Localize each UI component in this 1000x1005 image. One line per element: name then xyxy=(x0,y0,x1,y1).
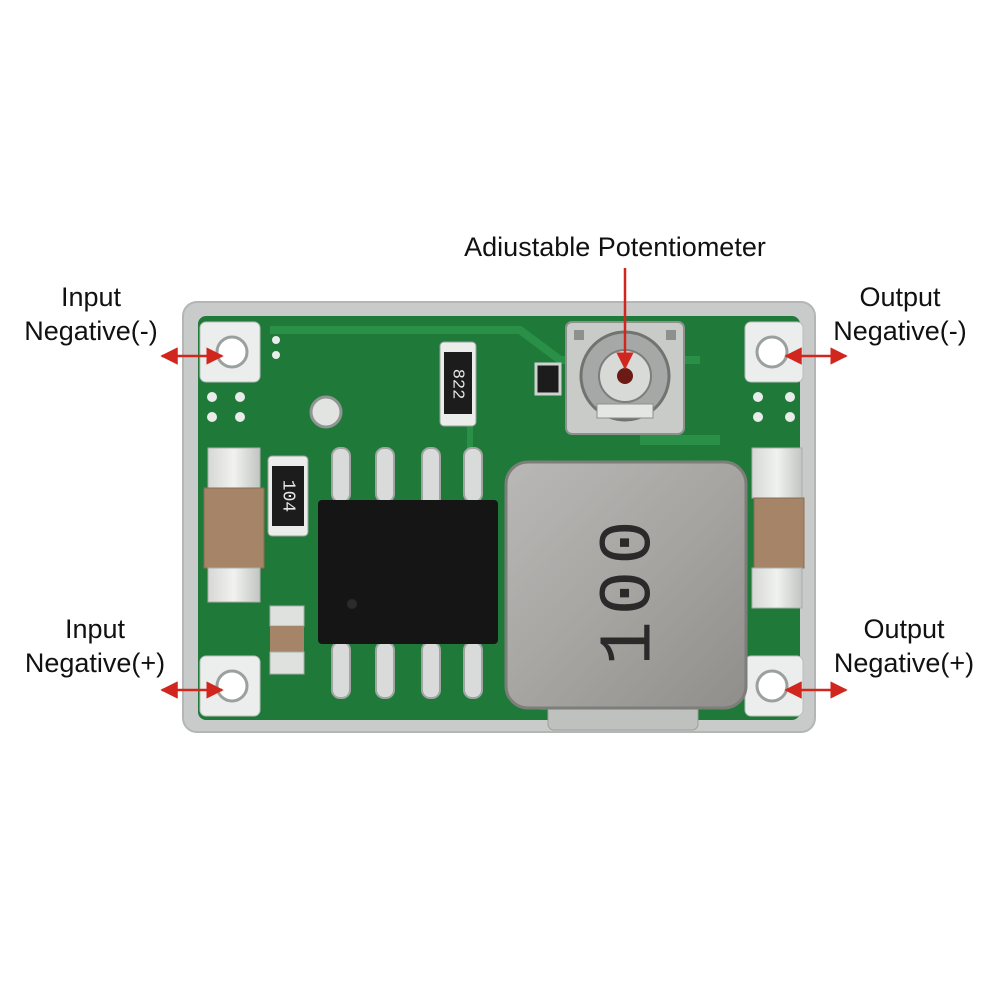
label-output-bottom: Output Negative(+) xyxy=(814,612,994,680)
label-output-bottom-line1: Output xyxy=(863,614,945,644)
label-input-bottom-line1: Input xyxy=(64,614,126,644)
label-output-top-line1: Output xyxy=(859,282,941,312)
annotation-arrows xyxy=(160,268,848,699)
capacitor-small xyxy=(269,605,305,675)
solder-dots xyxy=(207,336,795,422)
pad-output-negative-bottom xyxy=(744,655,804,717)
inductor-marking: 100 xyxy=(589,514,673,665)
label-potentiometer: Adiustable Potentiometer xyxy=(420,230,810,264)
label-input-bottom: Input Negative(+) xyxy=(2,612,188,680)
label-input-top: Input Negative(-) xyxy=(0,280,182,348)
resistor-left: 104 xyxy=(267,455,309,537)
label-input-top-line2: Negative(-) xyxy=(24,316,158,346)
label-output-bottom-line2: Negative(+) xyxy=(833,648,975,678)
label-output-top: Output Negative(-) xyxy=(812,280,988,348)
pad-input-negative-bottom xyxy=(199,655,261,717)
capacitor-left xyxy=(203,447,265,603)
pad-input-negative-top xyxy=(199,321,261,383)
resistor-top-marking: 822 xyxy=(448,369,467,400)
potentiometer xyxy=(565,321,685,435)
ic-chip xyxy=(318,447,498,699)
capacitor-right xyxy=(751,447,805,609)
smd-small xyxy=(534,362,562,396)
pad-output-negative-top xyxy=(744,321,804,383)
resistor-top: 822 xyxy=(439,341,477,427)
label-potentiometer-text: Adiustable Potentiometer xyxy=(464,232,766,262)
label-output-top-line2: Negative(-) xyxy=(833,316,967,346)
inductor: 100 xyxy=(504,460,748,731)
via-hole xyxy=(309,395,343,429)
resistor-left-marking: 104 xyxy=(277,480,297,512)
label-input-top-line1: Input xyxy=(60,282,122,312)
label-input-bottom-line2: Negative(+) xyxy=(24,648,166,678)
